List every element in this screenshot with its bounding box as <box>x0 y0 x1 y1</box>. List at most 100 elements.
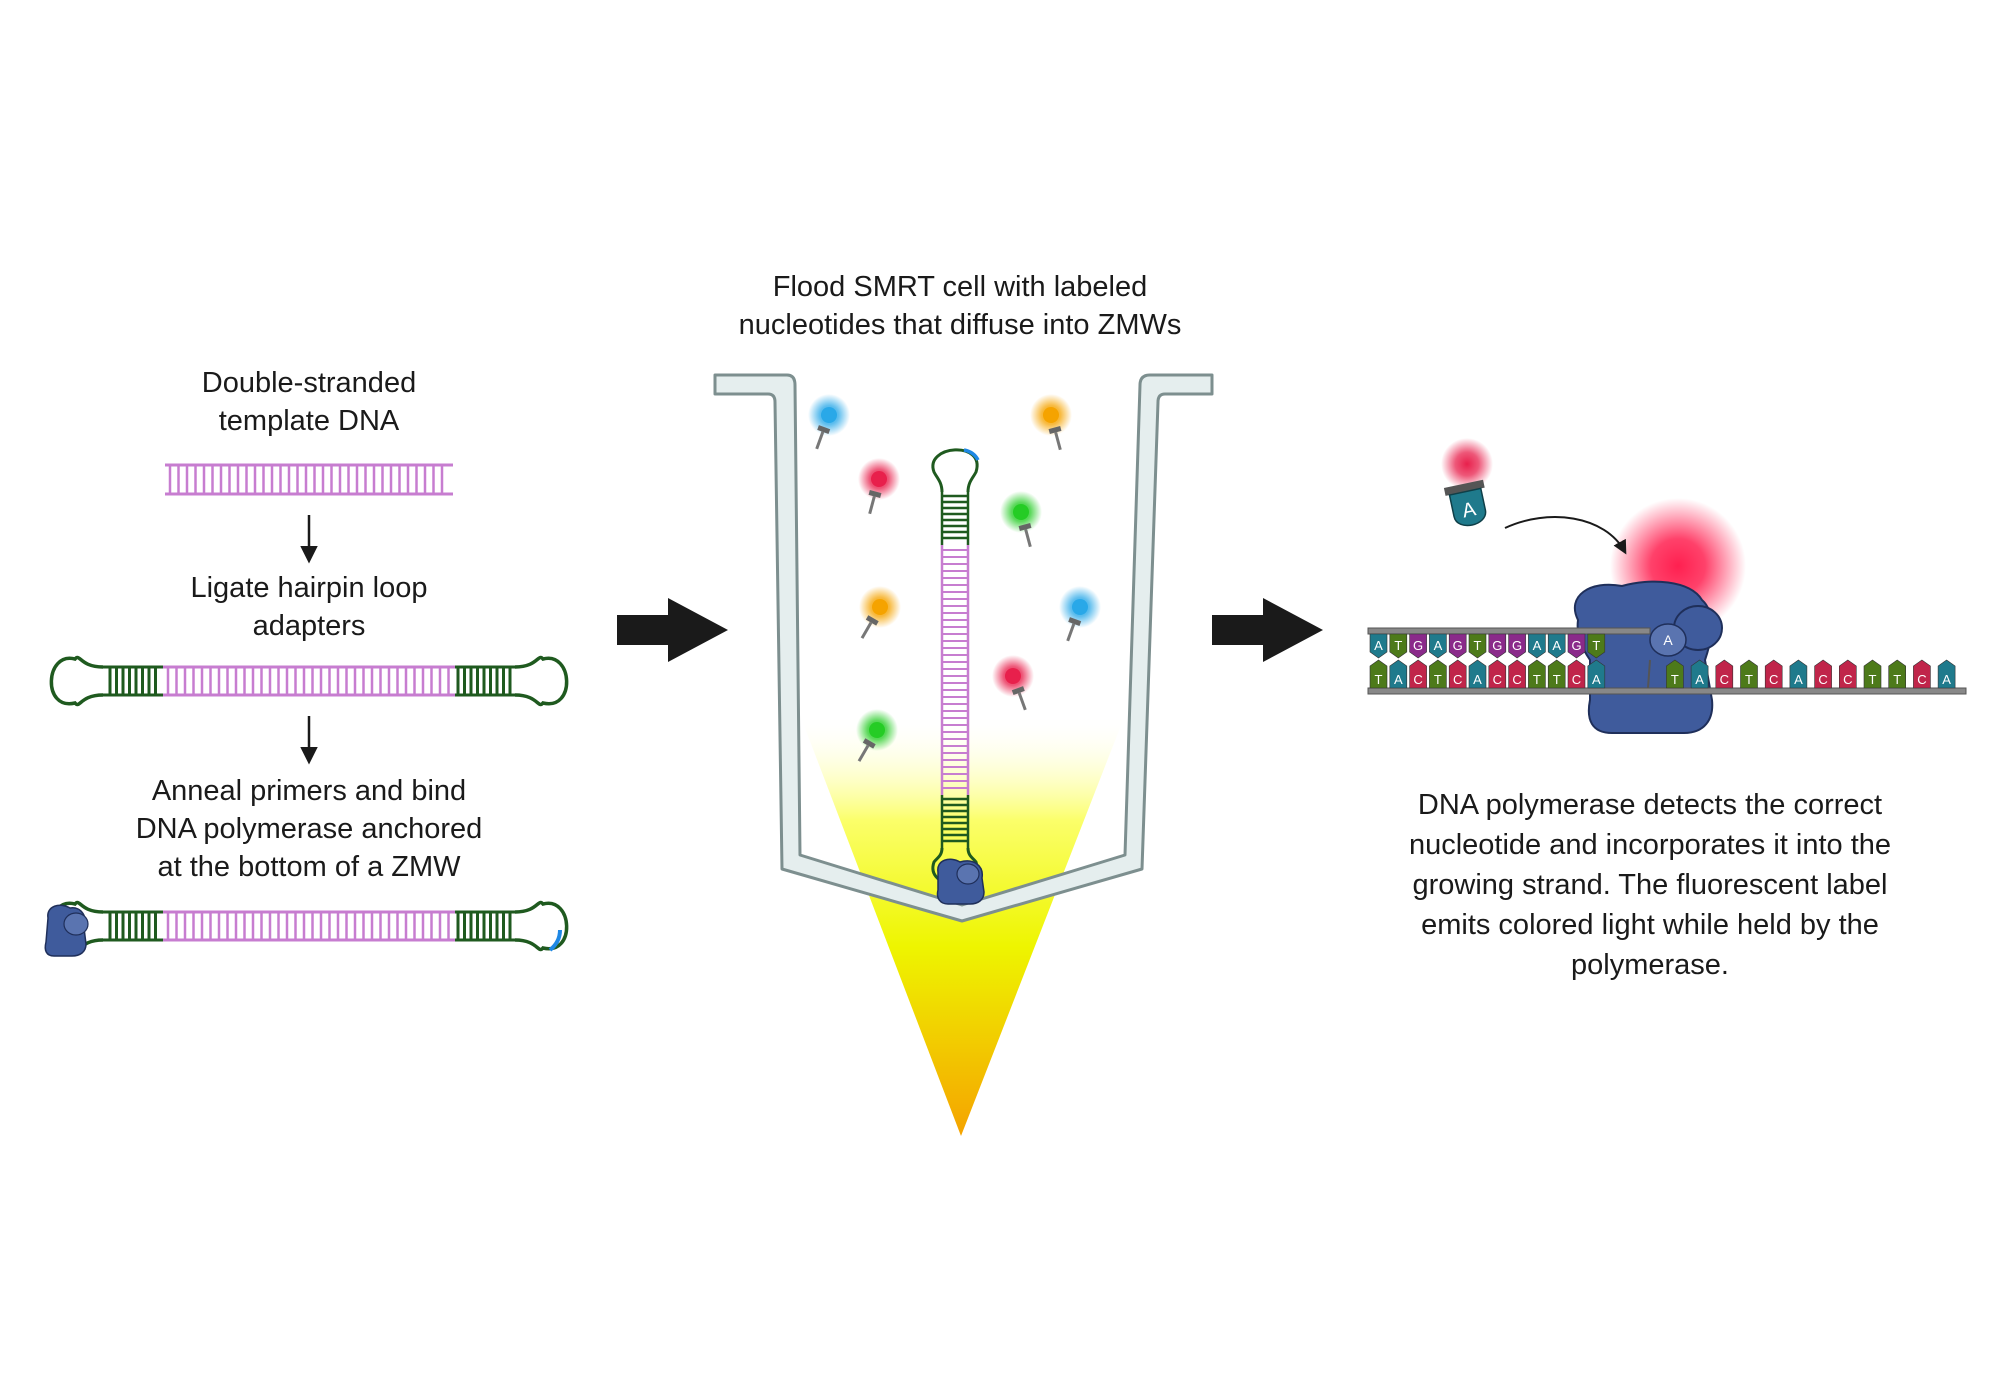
svg-text:G: G <box>1492 638 1502 653</box>
incorporation-arrow <box>1504 516 1627 555</box>
labeled-nucleotide-green <box>1000 491 1042 548</box>
caption-template-dna: Double-stranded template DNA <box>201 367 417 437</box>
process-arrow-1 <box>617 598 728 662</box>
svg-text:T: T <box>1592 638 1600 653</box>
labeled-nucleotides <box>808 394 1101 762</box>
svg-text:A: A <box>1394 672 1403 687</box>
svg-text:T: T <box>1553 672 1561 687</box>
svg-text:T: T <box>1745 672 1753 687</box>
svg-text:T: T <box>1394 638 1402 653</box>
svg-text:C: C <box>1843 672 1852 687</box>
top-base-8: A <box>1528 633 1546 659</box>
polymerase-small <box>44 904 89 957</box>
bottom-base-13: A <box>1690 659 1709 689</box>
top-base-10: G <box>1567 633 1586 659</box>
svg-text:A: A <box>1695 672 1704 687</box>
svg-text:T: T <box>1893 672 1901 687</box>
top-base-9: A <box>1547 633 1566 659</box>
svg-text:G: G <box>1413 638 1423 653</box>
top-base-2: G <box>1409 633 1427 659</box>
svg-text:C: C <box>1818 672 1827 687</box>
svg-text:C: C <box>1720 672 1729 687</box>
incoming-dye-glow <box>1441 438 1493 490</box>
top-base-3: A <box>1429 633 1447 659</box>
bottom-base-17: A <box>1789 659 1808 689</box>
caption-ligate-adapters: Ligate hairpin loop adapters <box>190 572 428 642</box>
bottom-base-4: C <box>1448 659 1467 689</box>
svg-text:C: C <box>1572 672 1581 687</box>
hairpin-dna <box>49 655 569 707</box>
bottom-base-6: C <box>1488 659 1507 689</box>
caption-polymerase-detects: DNA polymerase detects the correct nucle… <box>1408 789 1892 981</box>
svg-text:A: A <box>1794 672 1803 687</box>
svg-text:A: A <box>1552 638 1561 653</box>
labeled-nucleotide-red <box>858 458 900 515</box>
svg-text:C: C <box>1769 672 1778 687</box>
bottom-base-2: C <box>1409 659 1427 689</box>
bottom-base-16: C <box>1764 659 1783 689</box>
svg-text:C: C <box>1413 672 1422 687</box>
polymerase-anchored <box>936 858 985 905</box>
top-base-5: T <box>1468 633 1487 659</box>
svg-text:T: T <box>1533 672 1541 687</box>
svg-text:G: G <box>1571 638 1581 653</box>
svg-text:C: C <box>1512 672 1521 687</box>
top-base-0: A <box>1369 633 1388 659</box>
svg-text:T: T <box>1671 672 1679 687</box>
svg-text:A: A <box>1473 672 1482 687</box>
bottom-base-5: A <box>1468 659 1487 689</box>
bottom-base-18: C <box>1814 659 1832 689</box>
incoming-nucleotide-label: A <box>1460 498 1478 522</box>
svg-text:T: T <box>1474 638 1482 653</box>
active-base-label: A <box>1663 632 1673 648</box>
svg-text:C: C <box>1453 672 1462 687</box>
bottom-base-23: A <box>1937 659 1956 689</box>
top-base-4: G <box>1448 633 1467 659</box>
caption-flood-smrt-cell: Flood SMRT cell with labeled nucleotides… <box>738 271 1182 341</box>
bottom-base-12: T <box>1666 659 1684 689</box>
excitation-light-cone <box>800 715 1125 1136</box>
bottom-base-10: C <box>1567 659 1586 689</box>
template-dna <box>165 463 453 496</box>
svg-text:A: A <box>1374 638 1383 653</box>
top-base-6: G <box>1488 633 1507 659</box>
top-base-1: T <box>1389 633 1408 659</box>
bottom-base-20: T <box>1863 659 1882 689</box>
svg-text:C: C <box>1917 672 1926 687</box>
svg-text:C: C <box>1493 672 1502 687</box>
bottom-base-0: T <box>1369 659 1388 689</box>
svg-text:G: G <box>1453 638 1463 653</box>
svg-text:A: A <box>1592 672 1601 687</box>
top-base-11: T <box>1587 633 1606 659</box>
bottom-base-22: C <box>1913 659 1931 689</box>
bottom-base-1: A <box>1389 659 1408 689</box>
zmw-well <box>713 373 1214 923</box>
bottom-base-7: C <box>1508 659 1526 689</box>
svg-text:T: T <box>1375 672 1383 687</box>
labeled-nucleotide-green <box>856 709 898 762</box>
svg-text:A: A <box>1942 672 1951 687</box>
process-arrow-2 <box>1212 598 1323 662</box>
svg-text:G: G <box>1512 638 1522 653</box>
bottom-base-14: C <box>1715 659 1734 689</box>
incoming-nucleotide: A <box>1443 479 1487 527</box>
zmw-hairpin-dna <box>931 448 985 905</box>
svg-text:T: T <box>1869 672 1877 687</box>
bottom-base-21: T <box>1888 659 1906 689</box>
bottom-base-8: T <box>1528 659 1546 689</box>
hairpin-dna-with-polymerase <box>44 900 569 957</box>
bottom-base-19: C <box>1839 659 1857 689</box>
svg-text:A: A <box>1533 638 1542 653</box>
labeled-nucleotide-orange <box>859 586 901 639</box>
top-base-7: G <box>1508 633 1526 659</box>
svg-text:A: A <box>1434 638 1443 653</box>
labeled-nucleotide-orange <box>1030 394 1072 451</box>
labeled-nucleotide-blue <box>808 394 850 450</box>
labeled-nucleotide-blue <box>1059 586 1101 642</box>
bottom-base-9: T <box>1547 659 1566 689</box>
caption-anneal-primers: Anneal primers and bind DNA polymerase a… <box>135 775 483 883</box>
bottom-base-15: T <box>1740 659 1758 689</box>
